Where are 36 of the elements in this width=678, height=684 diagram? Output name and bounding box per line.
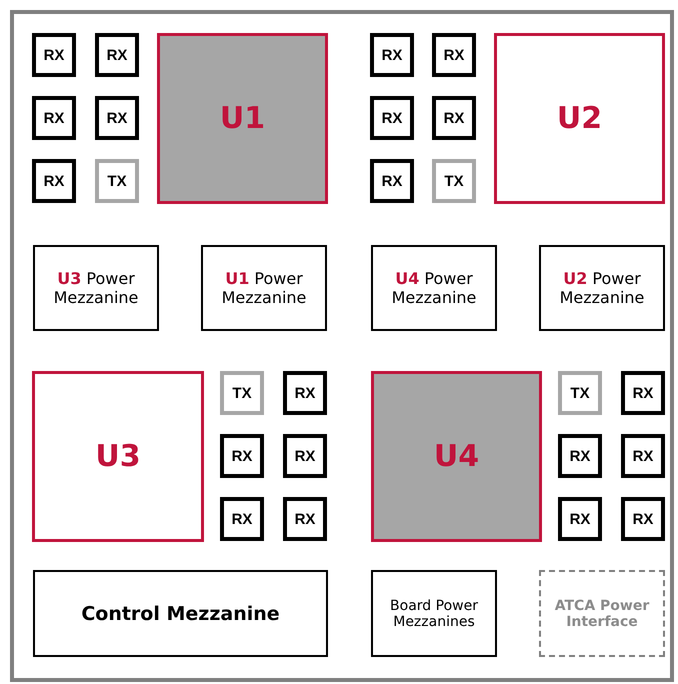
mezzanine-box: U4 Power Mezzanine [371, 245, 497, 331]
rx-box: RX [95, 33, 139, 77]
rx-box: RX [32, 159, 76, 203]
rx-box: RX [220, 434, 264, 478]
rx-box: RX [621, 434, 665, 478]
tx-box: TX [432, 159, 476, 203]
rx-box: RX [370, 96, 414, 140]
rx-box: RX [432, 96, 476, 140]
rx-box: RX [558, 434, 602, 478]
tx-box: TX [220, 371, 264, 415]
rx-box: RX [621, 371, 665, 415]
rx-box: RX [32, 33, 76, 77]
rx-box: RX [370, 33, 414, 77]
mezzanine-box: Control Mezzanine [33, 570, 328, 657]
rx-box: RX [283, 434, 327, 478]
interface-box: ATCA Power Interface [539, 570, 665, 657]
rx-box: RX [370, 159, 414, 203]
mezzanine-box: U3 Power Mezzanine [33, 245, 159, 331]
chip-box: U2 [494, 33, 665, 204]
tx-box: TX [558, 371, 602, 415]
rx-box: RX [558, 497, 602, 541]
rx-box: RX [95, 96, 139, 140]
chip-box: U3 [32, 371, 204, 542]
mezzanine-box: Board Power Mezzanines [371, 570, 497, 657]
tx-box: TX [95, 159, 139, 203]
rx-box: RX [283, 497, 327, 541]
rx-box: RX [220, 497, 264, 541]
rx-box: RX [621, 497, 665, 541]
rx-box: RX [32, 96, 76, 140]
mezzanine-box: U1 Power Mezzanine [201, 245, 327, 331]
chip-box: U1 [157, 33, 328, 204]
mezzanine-box: U2 Power Mezzanine [539, 245, 665, 331]
board-outline [10, 10, 674, 682]
rx-box: RX [432, 33, 476, 77]
chip-box: U4 [371, 371, 542, 542]
rx-box: RX [283, 371, 327, 415]
